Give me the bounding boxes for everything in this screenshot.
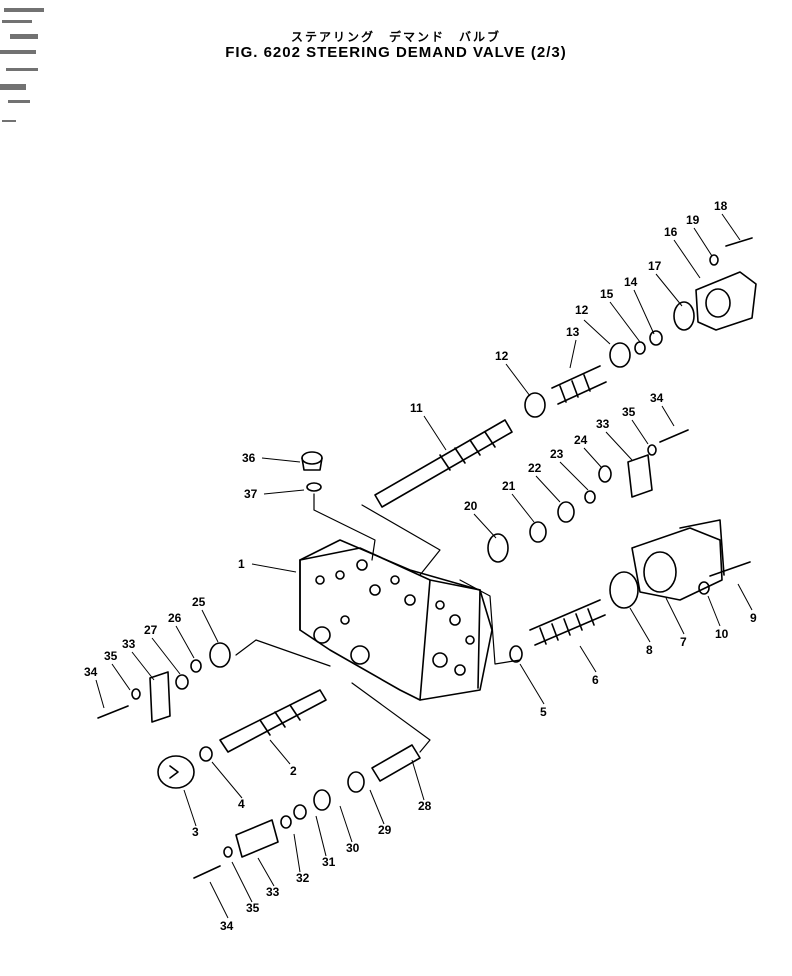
callout-label: 27 (144, 623, 158, 637)
callout-label: 19 (686, 213, 700, 227)
callout-label: 12 (575, 303, 589, 317)
callout-label: 29 (378, 823, 392, 837)
callout-labels: 1 2 3 4 5 6 7 8 9 10 11 12 12 13 14 15 1… (84, 199, 757, 933)
callout-label: 35 (622, 405, 636, 419)
callout-label: 34 (220, 919, 234, 933)
valve-body (299, 539, 493, 701)
callout-label: 10 (715, 627, 729, 641)
callout-label: 22 (528, 461, 542, 475)
callout-label: 21 (502, 479, 516, 493)
callout-label: 3 (192, 825, 199, 839)
callout-label: 28 (418, 799, 432, 813)
callout-label: 2 (290, 764, 297, 778)
callout-label: 20 (464, 499, 478, 513)
callout-label: 4 (238, 797, 245, 811)
callout-label: 12 (495, 349, 509, 363)
spring-13 (551, 365, 607, 405)
callout-label: 5 (540, 705, 547, 719)
callout-label: 33 (266, 885, 280, 899)
figure-title-japanese: ステアリング デマンド バルブ (290, 30, 501, 44)
callout-label: 36 (242, 451, 256, 465)
callout-label: 35 (246, 901, 260, 915)
cover-7 (631, 519, 725, 601)
callout-label: 34 (84, 665, 98, 679)
plug-36 (301, 451, 323, 492)
callout-label: 8 (646, 643, 653, 657)
callout-label: 17 (648, 259, 662, 273)
callout-label: 9 (750, 611, 757, 625)
callout-label: 11 (410, 401, 423, 415)
callout-label: 30 (346, 841, 360, 855)
spool-2 (219, 689, 327, 753)
callout-label: 34 (650, 391, 664, 405)
callout-label: 37 (244, 487, 258, 501)
plug-28 (371, 744, 421, 782)
callout-label: 24 (574, 433, 588, 447)
callout-label: 7 (680, 635, 687, 649)
figure-title: FIG. 6202 STEERING DEMAND VALVE (2/3) (225, 44, 567, 61)
callout-label: 13 (566, 325, 580, 339)
callout-label: 35 (104, 649, 118, 663)
callout-label: 33 (596, 417, 610, 431)
callout-label: 18 (714, 199, 728, 213)
scan-noise (0, 8, 44, 122)
callout-label: 25 (192, 595, 206, 609)
callout-label: 14 (624, 275, 638, 289)
leader-lines (95, 213, 753, 919)
cap-3 (157, 755, 195, 789)
assembly-guide-lines (235, 493, 521, 753)
callout-label: 1 (238, 557, 245, 571)
callout-label: 31 (322, 855, 336, 869)
spool-11 (374, 419, 513, 508)
callout-label: 26 (168, 611, 182, 625)
small-parts (97, 237, 753, 879)
cover-16 (695, 271, 757, 331)
callout-label: 33 (122, 637, 136, 651)
callout-label: 16 (664, 225, 678, 239)
callout-label: 6 (592, 673, 599, 687)
spring-6 (529, 599, 606, 646)
callout-label: 23 (550, 447, 564, 461)
callout-label: 32 (296, 871, 310, 885)
callout-label: 15 (600, 287, 614, 301)
